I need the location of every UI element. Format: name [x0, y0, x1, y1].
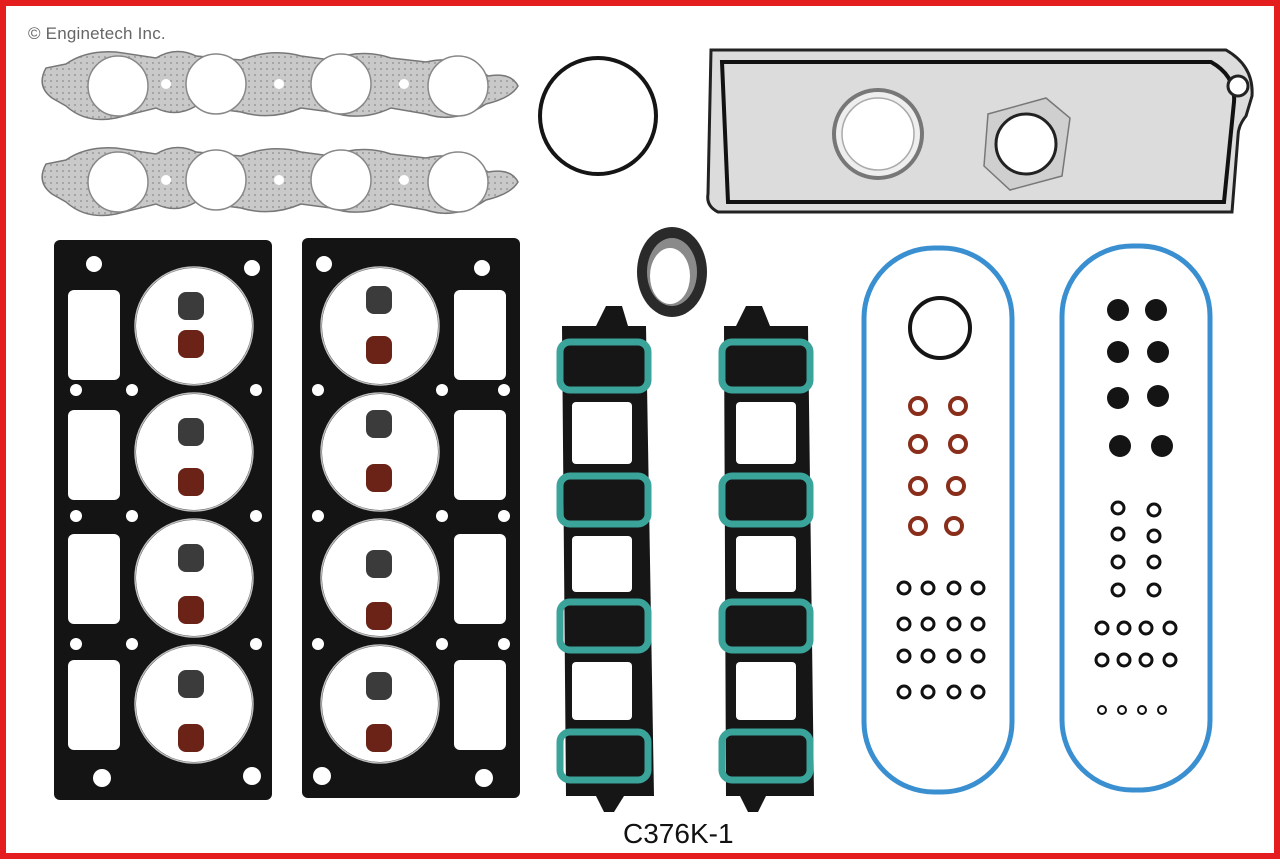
rear-main-seal [637, 227, 707, 317]
valve-stem-seals [178, 286, 392, 752]
exhaust-manifold-gasket-top [41, 50, 519, 121]
exhaust-manifold-gasket-bottom [41, 146, 519, 217]
left-valve-cover-small-parts [896, 296, 986, 700]
valve-cover-gasket-right [1059, 243, 1213, 793]
right-valve-cover-small-parts [1094, 299, 1178, 715]
part-number-label: C376K-1 [623, 818, 734, 849]
copyright-label: © Enginetech Inc. [28, 24, 166, 43]
intake-manifold-gasket-right [718, 306, 814, 812]
gasket-set-illustration [41, 48, 1254, 812]
cylinder-head-gasket-right [302, 238, 520, 798]
valley-cover-gasket [706, 48, 1254, 214]
cylinder-head-gasket-left [54, 240, 272, 800]
throttle-body-o-ring [538, 56, 658, 176]
intake-manifold-gasket-left [556, 306, 654, 812]
valve-cover-gasket-left [861, 245, 1015, 795]
